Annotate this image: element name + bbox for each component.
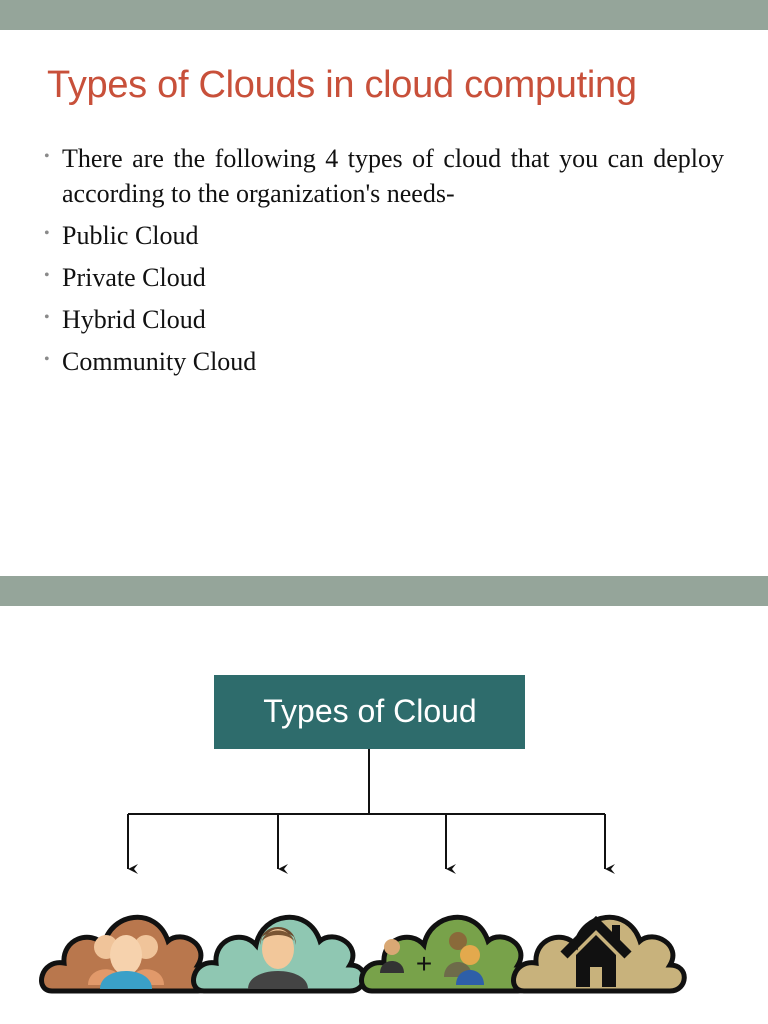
root-node-box: [214, 675, 525, 749]
private-cloud-icon: [191, 914, 367, 994]
slide-title: Types of Clouds in cloud computing: [47, 64, 637, 106]
bullet-item-hybrid: • Hybrid Cloud: [44, 302, 724, 337]
group-people-icon: [88, 935, 164, 989]
cloud-types-diagram: Types of Cloud: [39, 675, 687, 994]
bullet-text: Public Cloud: [62, 221, 199, 250]
svg-text:+: +: [416, 948, 432, 979]
bullet-text: Private Cloud: [62, 263, 206, 292]
slide-2: Types of Cloud: [0, 576, 768, 1024]
root-node: Types of Cloud: [214, 675, 525, 749]
single-person-icon: [248, 927, 308, 989]
bullet-dot-icon: •: [44, 267, 50, 284]
bullet-item-community: • Community Cloud: [44, 344, 724, 379]
bullet-list: • There are the following 4 types of clou…: [44, 141, 724, 386]
house-icon: [560, 915, 632, 987]
slide-1: Types of Clouds in cloud computing • Ther…: [0, 0, 768, 386]
bullet-dot-icon: •: [44, 351, 50, 368]
person-plus-group-icon: +: [380, 932, 484, 985]
bullet-item-public: • Public Cloud: [44, 218, 724, 253]
slide-1-header-bar: [0, 0, 768, 30]
connector-lines: [127, 749, 615, 874]
bullet-dot-icon: •: [44, 148, 50, 165]
bullet-dot-icon: •: [44, 225, 50, 242]
hybrid-cloud-icon: +: [359, 914, 535, 994]
public-cloud-icon: [39, 914, 215, 994]
bullet-item-private: • Private Cloud: [44, 260, 724, 295]
bullet-text: Hybrid Cloud: [62, 305, 206, 334]
root-node-label: Types of Cloud: [263, 693, 476, 729]
slide-2-header-bar: [0, 576, 768, 606]
bullet-text: There are the following 4 types of cloud…: [62, 144, 724, 208]
bullet-item-intro: • There are the following 4 types of clou…: [44, 141, 724, 211]
bullet-dot-icon: •: [44, 309, 50, 326]
bullet-text: Community Cloud: [62, 347, 257, 376]
community-cloud-icon: [511, 914, 687, 994]
